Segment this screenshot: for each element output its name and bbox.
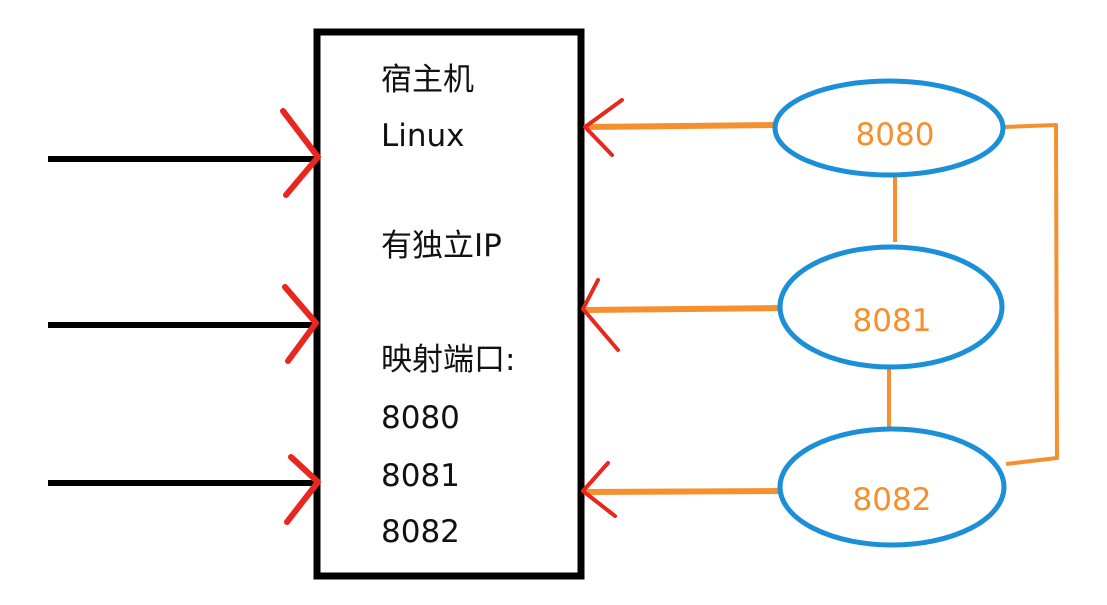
- incoming-connection-2: [48, 284, 319, 364]
- host-ip-note: 有独立IP: [381, 228, 502, 264]
- arrowhead-icon: [583, 98, 624, 157]
- container-port-label: 8082: [853, 482, 932, 518]
- link-line: [583, 488, 781, 495]
- container-link-8081: [581, 278, 783, 352]
- link-line: [583, 122, 781, 130]
- incoming-connection-1: [48, 108, 321, 198]
- arrowhead-icon: [581, 278, 620, 352]
- incoming-connection-3: [48, 454, 321, 525]
- link-line: [583, 305, 783, 313]
- host-port-8080: 8080: [381, 400, 460, 436]
- container-8082: 8082: [777, 426, 1007, 548]
- container-ellipse: [772, 78, 1006, 178]
- arrowhead-icon: [282, 284, 319, 364]
- host-box: [313, 28, 585, 580]
- container-link-8080: [583, 98, 781, 157]
- host-mapped-ports-label: 映射端口:: [381, 342, 515, 378]
- arrowhead-icon: [284, 454, 321, 525]
- container-ellipse: [777, 426, 1007, 548]
- arrowhead-icon: [280, 108, 321, 198]
- container-link-8082: [581, 461, 781, 518]
- host-title: 宿主机: [381, 62, 474, 98]
- container-port-label: 8081: [853, 303, 932, 339]
- link-8080-8082-outer: [1003, 123, 1059, 466]
- host-os: Linux: [381, 118, 465, 154]
- host-port-8082: 8082: [381, 514, 460, 550]
- container-8081: 8081: [777, 244, 1005, 370]
- container-port-label: 8080: [856, 117, 935, 153]
- container-8080: 8080: [772, 78, 1006, 178]
- arrowhead-icon: [581, 461, 617, 518]
- host-port-8081: 8081: [381, 458, 460, 494]
- container-ellipse: [777, 244, 1005, 370]
